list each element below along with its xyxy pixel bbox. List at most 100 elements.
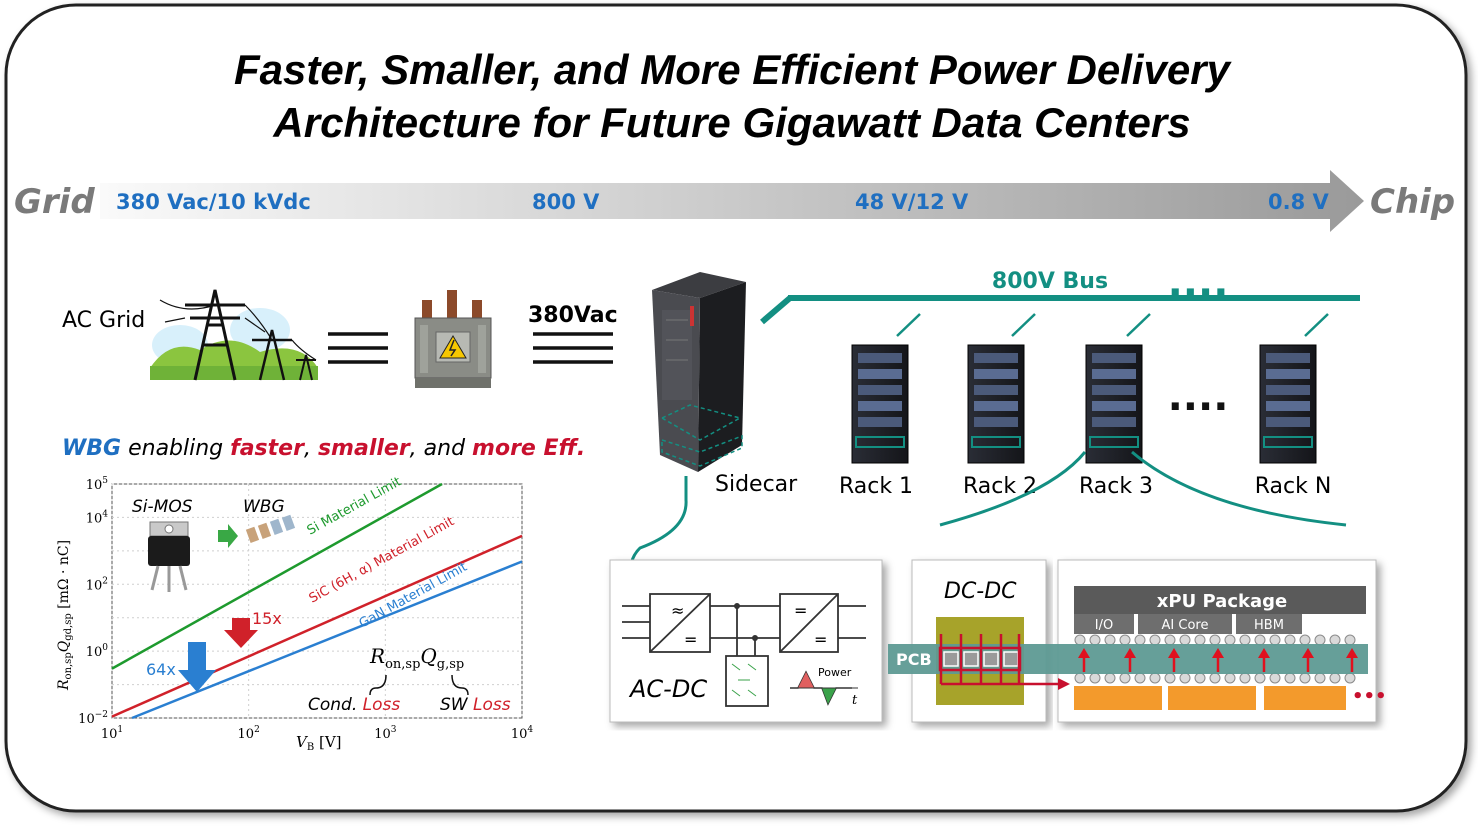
- wbg-chip-icon: [245, 514, 296, 543]
- wbg-inset-label: WBG: [243, 497, 285, 517]
- ron-qg-label: Ron,spQg,sp: [369, 644, 464, 672]
- dcdc-label: DC-DC: [944, 579, 1017, 604]
- svg-text:≈: ≈: [671, 601, 684, 620]
- solder-bump: [1209, 634, 1221, 646]
- v380-label: 380Vac: [528, 303, 618, 328]
- grid-label: Grid: [14, 182, 95, 222]
- t-label: t: [852, 693, 858, 708]
- solder-bump: [1149, 634, 1161, 646]
- svg-text:=: =: [794, 601, 807, 620]
- wbg-more: more Eff.: [472, 436, 585, 461]
- y-tick-label: 10−2: [78, 710, 108, 727]
- up-arrow-icon: [1212, 648, 1224, 658]
- transformer-icon: [414, 290, 492, 388]
- xpu-box: xPU Package I/O AI Core HBM • • • •••: [1057, 559, 1387, 723]
- stage-label: 0.8 V: [1268, 190, 1330, 214]
- solder-bump: [1074, 634, 1086, 646]
- sidecar-label: Sidecar: [715, 472, 798, 497]
- chip-label: Chip: [1370, 182, 1455, 222]
- up-arrow-icon: [1258, 648, 1270, 658]
- pcb-band: PCB: [888, 634, 1368, 690]
- aicore-label: AI Core: [1162, 618, 1209, 633]
- solder-bumps: [1074, 672, 1356, 684]
- solder-bump: [1164, 634, 1176, 646]
- x-tick-label: 103: [374, 725, 397, 742]
- solder-bump: [1224, 634, 1236, 646]
- title-line-1: Faster, Smaller, and More Efficient Powe…: [234, 46, 1233, 93]
- x15-label: 15x: [252, 609, 282, 628]
- arrow-icon: [218, 524, 238, 548]
- title-line-2: Architecture for Future Gigawatt Data Ce…: [272, 99, 1190, 146]
- solder-bump: [1119, 634, 1131, 646]
- solder-bump: [1224, 672, 1236, 684]
- down-arrow-icon: [224, 618, 258, 648]
- solder-bump: [1134, 634, 1146, 646]
- solder-bump: [1329, 672, 1341, 684]
- chart-ylabel: Ron,spQgd,sp [mΩ · nC]: [56, 540, 74, 691]
- solder-bump: [1344, 634, 1356, 646]
- wbg-caption: WBG enabling faster, smaller, and more E…: [62, 436, 585, 461]
- power-waveform: [790, 670, 858, 706]
- brace-icon: [451, 674, 469, 696]
- up-arrow-icon: [1346, 648, 1358, 658]
- bus-dots: ····: [1168, 270, 1229, 316]
- rack-label: Rack 1: [839, 474, 913, 499]
- x-tick-label: 101: [101, 725, 123, 742]
- solder-bump: [1119, 672, 1131, 684]
- more-label: • • •: [1310, 616, 1347, 632]
- solder-bump: [1209, 672, 1221, 684]
- solder-bump: [1164, 672, 1176, 684]
- si-mos-label: Si-MOS: [132, 497, 193, 517]
- pcb-label: PCB: [896, 650, 932, 669]
- grid-to-chip-arrow: Grid Chip 380 Vac/10 kVdc 800 V 48 V/12 …: [14, 170, 1455, 232]
- acdc-box: ≈ = = = Power t AC-DC: [609, 559, 883, 723]
- series-line: [111, 482, 443, 670]
- chart-xlabel: VB [V]: [296, 733, 342, 753]
- red-dots: •••: [1352, 686, 1387, 707]
- up-arrow-icon: [1302, 648, 1314, 658]
- y-tick-label: 100: [86, 643, 109, 660]
- ac-grid-label: AC Grid: [62, 308, 145, 333]
- solder-bump: [1239, 634, 1251, 646]
- arrow-icon: [1058, 678, 1070, 690]
- wbg-faster: faster: [230, 436, 305, 461]
- power-label: Power: [818, 666, 852, 679]
- wbg-text: , and: [410, 436, 472, 461]
- stage-label: 48 V/12 V: [855, 190, 969, 214]
- solder-bump: [1284, 634, 1296, 646]
- solder-bump: [1104, 672, 1116, 684]
- rack-label: Rack 3: [1079, 474, 1153, 499]
- dcdc-box: DC-DC: [911, 559, 1047, 723]
- rack-label: Rack N: [1255, 474, 1332, 499]
- sidecar-cabinet: [652, 272, 746, 472]
- solder-bump: [1299, 634, 1311, 646]
- up-arrow-icon: [1168, 648, 1180, 658]
- solder-bump: [1299, 672, 1311, 684]
- solder-bump: [1134, 672, 1146, 684]
- up-arrow-icon: [1078, 648, 1090, 658]
- y-tick-label: 102: [86, 576, 108, 593]
- bus-label: 800V Bus: [992, 269, 1108, 294]
- ac-grid-illustration: AC Grid: [62, 289, 318, 381]
- solder-bump: [1089, 634, 1101, 646]
- x-tick-label: 102: [238, 725, 260, 742]
- rack-dots: ····: [1168, 384, 1229, 430]
- solder-bump: [1104, 634, 1116, 646]
- solder-bump: [1194, 634, 1206, 646]
- wbg-text: enabling: [121, 436, 230, 461]
- server-rack: [967, 344, 1025, 464]
- hbm-label: HBM: [1254, 618, 1284, 633]
- wbg-word: WBG: [62, 436, 121, 461]
- solder-bump: [1254, 634, 1266, 646]
- stage-label: 380 Vac/10 kVdc: [116, 190, 311, 214]
- xpu-label: xPU Package: [1157, 591, 1287, 612]
- solder-bump: [1179, 634, 1191, 646]
- brace-icon: [369, 674, 387, 696]
- solder-bump: [1254, 672, 1266, 684]
- y-tick-label: 104: [86, 509, 109, 526]
- solder-bump: [1269, 672, 1281, 684]
- server-rack: [1085, 344, 1143, 464]
